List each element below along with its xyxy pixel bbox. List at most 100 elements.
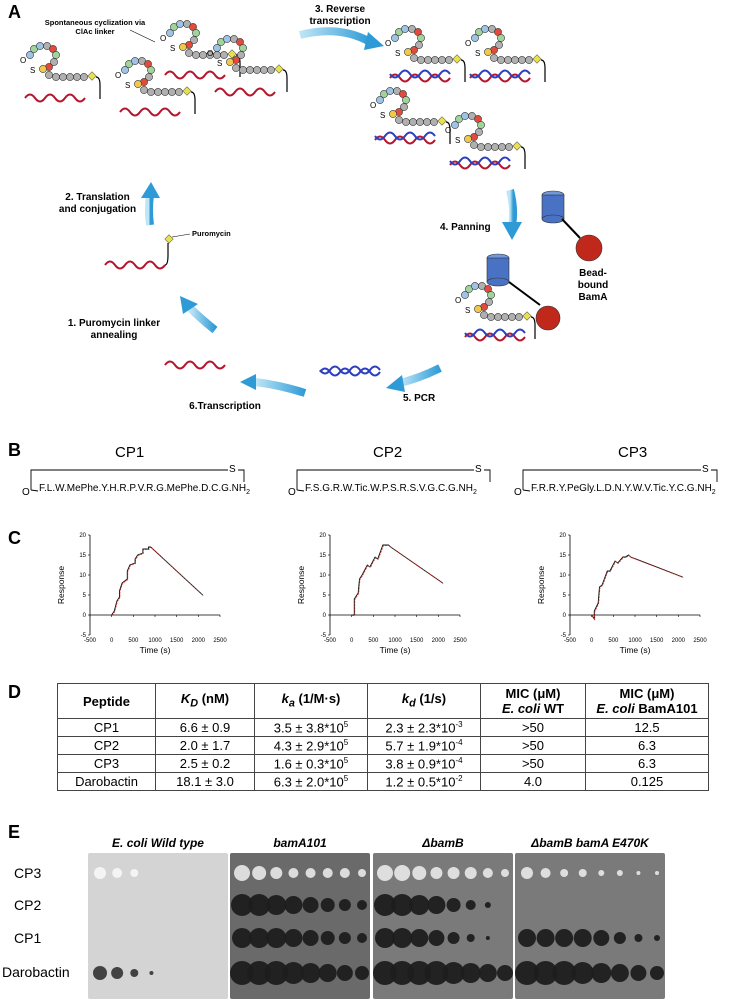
x-tick-label: 500	[608, 638, 619, 644]
cell-ka: 4.3 ± 2.9*105	[254, 736, 368, 755]
inhibition-spot	[130, 869, 139, 877]
cell-kdd: 3.8 ± 0.9*10-4	[367, 754, 481, 773]
row-label-darobactin: Darobactin	[2, 964, 70, 980]
inhibition-spot	[230, 961, 254, 985]
th-peptide: Peptide	[57, 683, 156, 719]
y-tick-label: 0	[563, 613, 567, 619]
inhibition-spot	[533, 961, 558, 985]
inhibition-spot	[302, 897, 319, 913]
y-tick-label: -5	[561, 633, 567, 639]
response-curve	[111, 546, 203, 616]
y-axis-label: Response	[56, 566, 66, 605]
cell-mic-bamA101: 12.5	[585, 718, 709, 737]
arrow-step5	[399, 364, 442, 387]
arrow-step3	[299, 27, 372, 46]
inhibition-spot	[412, 866, 427, 880]
panel-e-letter: E	[8, 822, 21, 842]
inhibition-spot	[357, 933, 367, 943]
inhibition-spot	[540, 868, 551, 878]
agar-plate	[515, 853, 665, 999]
cell-mic-wt: >50	[480, 718, 586, 737]
inhibition-spot	[613, 932, 626, 944]
x-tick-label: 1500	[410, 638, 424, 644]
inhibition-spot	[571, 962, 594, 984]
step5-label: 5. PCR	[403, 393, 436, 404]
th-ka: ka (1/M·s)	[254, 683, 368, 719]
puromycin-label: Puromycin	[192, 229, 231, 238]
panel-b-letter: B	[8, 440, 21, 460]
inhibition-spot	[93, 966, 107, 980]
x-tick-label: 0	[110, 638, 114, 644]
cell-mic-bamA101: 6.3	[585, 754, 709, 773]
inhibition-spot	[478, 964, 497, 982]
y-axis-label: Response	[296, 566, 306, 605]
inhibition-spot	[394, 865, 411, 881]
inhibition-spot	[288, 868, 299, 878]
x-tick-label: 2500	[453, 638, 467, 644]
y-tick-label: -5	[321, 633, 327, 639]
x-tick-label: 1500	[650, 638, 664, 644]
y-tick-label: 20	[559, 533, 566, 539]
inhibition-spot	[407, 961, 432, 985]
agar-plate	[230, 853, 370, 999]
inhibition-spot	[320, 898, 335, 912]
inhibition-spot	[552, 961, 577, 985]
bead-bamA-label: Bead-bound BamA	[577, 268, 609, 303]
inhibition-spot	[248, 894, 271, 916]
x-tick-label: 1000	[148, 638, 162, 644]
inhibition-spot	[232, 928, 252, 948]
th-kd: KD (nM)	[155, 683, 255, 719]
inhibition-spot	[428, 930, 445, 946]
arrow-step6	[254, 378, 307, 397]
inhibition-spot	[94, 867, 106, 879]
y-axis-label: Response	[536, 566, 546, 605]
s-atom-cp1: S	[229, 464, 236, 475]
inhibition-spot	[655, 871, 659, 875]
panel-c-letter: C	[8, 528, 21, 548]
inhibition-spot	[247, 961, 272, 985]
o-atom-cp3: O	[514, 487, 522, 498]
inhibition-spot	[392, 928, 413, 948]
inhibition-spot	[409, 895, 430, 915]
step6-label: 6.Transcription	[189, 401, 261, 412]
inhibition-spot	[339, 868, 350, 878]
fit-curve	[592, 555, 684, 621]
inhibition-spot	[318, 964, 337, 982]
cell-kd: 18.1 ± 3.0	[155, 772, 255, 791]
inhibition-spot	[282, 962, 305, 984]
cp1-sequence: F.L.W.MePhe.Y.H.R.P.V.R.G.MePhe.D.C.G.NH…	[39, 483, 251, 496]
step4-label: 4. Panning	[440, 222, 491, 233]
th-kdd: kd (1/s)	[367, 683, 481, 719]
kinetics-table: Peptide KD (nM) ka (1/M·s) kd (1/s) MIC …	[57, 683, 709, 791]
row-label-cp2: CP2	[14, 897, 42, 913]
y-tick-label: 5	[83, 593, 87, 599]
step2-label: 2. Translation and conjugation	[58, 192, 137, 215]
cell-kdd: 2.3 ± 2.3*10-3	[367, 718, 481, 737]
inhibition-spot	[390, 961, 415, 985]
cell-mic-wt: >50	[480, 736, 586, 755]
inhibition-spot	[234, 865, 250, 881]
o-atom-cp2: O	[288, 487, 296, 498]
bamA-complex-icon	[486, 253, 561, 331]
o-atom-cp1: O	[22, 487, 30, 498]
th-mic-wt: MIC (μM)E. coli WT	[480, 683, 586, 719]
fit-curve	[112, 547, 204, 616]
x-tick-label: -500	[564, 638, 577, 644]
inhibition-spot	[634, 934, 643, 942]
inhibition-spot	[374, 894, 396, 916]
inhibition-spot	[270, 867, 283, 879]
inhibition-spot	[358, 869, 366, 877]
step1-label: 1. Puromycin linker annealing	[67, 318, 161, 341]
agar-plate	[373, 853, 513, 999]
y-tick-label: 0	[83, 613, 87, 619]
s-atom-cp3: S	[702, 464, 709, 475]
y-tick-label: 15	[319, 553, 326, 559]
cell-kdd: 5.7 ± 1.9*10-4	[367, 736, 481, 755]
inhibition-spot	[111, 967, 124, 979]
bead-bound-bamA-icon	[541, 190, 603, 262]
cell-mic-wt: >50	[480, 754, 586, 773]
x-tick-label: -500	[84, 638, 97, 644]
x-tick-label: 2000	[192, 638, 206, 644]
